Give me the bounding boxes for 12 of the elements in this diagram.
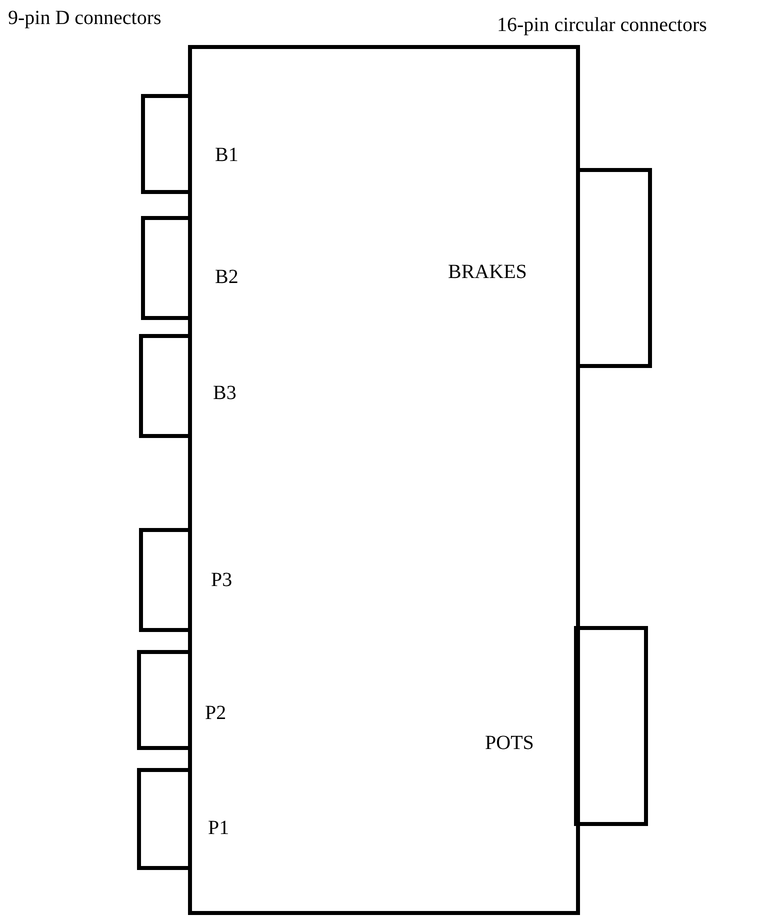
connector-label: B1 [215,145,238,165]
connector-label: POTS [485,733,534,753]
connector-label: P3 [211,570,232,590]
group-heading: 9-pin D connectors [8,8,162,28]
connector-label: P2 [205,703,226,723]
connector-label: B3 [213,383,236,403]
connector-label: B2 [215,267,238,287]
connector-label: P1 [208,818,230,838]
circular-connector [574,626,648,826]
controller-enclosure [188,45,580,915]
connector-label: BRAKES [448,262,527,282]
group-heading: 16-pin circular connectors [497,15,707,35]
